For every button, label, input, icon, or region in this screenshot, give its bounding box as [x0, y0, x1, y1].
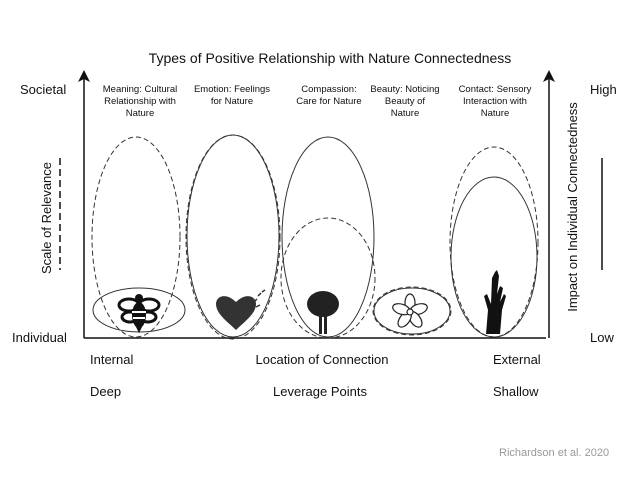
- svg-text:Contact: Sensory: Contact: Sensory: [459, 84, 532, 95]
- svg-text:Meaning: Cultural: Meaning: Cultural: [103, 84, 177, 95]
- bottom-right-2: Shallow: [493, 384, 539, 399]
- category-label-meaning: Meaning: Cultural Relationship with Natu…: [103, 84, 177, 119]
- svg-text:Nature: Nature: [481, 108, 510, 119]
- category-label-contact: Contact: Sensory Interaction with Nature: [459, 84, 532, 119]
- bottom-center-2: Leverage Points: [273, 384, 367, 399]
- compassion-scale-ellipse: [281, 136, 375, 338]
- meaning-impact-ellipse: [91, 136, 181, 338]
- emotion-impact-ellipse: [185, 134, 281, 340]
- contact-scale-ellipse: [450, 176, 538, 338]
- svg-text:Emotion: Feelings: Emotion: Feelings: [194, 84, 270, 95]
- category-label-compassion: Compassion: Care for Nature: [296, 84, 361, 107]
- right-axis-bottom: Low: [590, 330, 614, 345]
- right-axis-label: Impact on Individual Connectedness: [565, 102, 580, 312]
- svg-text:Nature: Nature: [391, 108, 420, 119]
- left-axis-top: Societal: [20, 82, 66, 97]
- svg-text:for Nature: for Nature: [211, 96, 253, 107]
- right-axis-top: High: [590, 82, 617, 97]
- svg-text:Relationship with: Relationship with: [104, 96, 176, 107]
- bottom-right-1: External: [493, 352, 541, 367]
- bee-icon: [117, 294, 161, 333]
- svg-text:Beauty of: Beauty of: [385, 96, 425, 107]
- flower-icon: [392, 293, 428, 328]
- beauty-scale-ellipse: [373, 287, 451, 335]
- left-axis-bottom: Individual: [12, 330, 67, 345]
- svg-text:Beauty: Noticing: Beauty: Noticing: [370, 84, 439, 95]
- category-label-beauty: Beauty: Noticing Beauty of Nature: [370, 84, 439, 119]
- diagram-title: Types of Positive Relationship with Natu…: [149, 50, 512, 66]
- bottom-center-1: Location of Connection: [256, 352, 389, 367]
- heart-icon: [216, 289, 266, 330]
- citation: Richardson et al. 2020: [499, 447, 609, 459]
- compassion-impact-ellipse: [280, 217, 376, 339]
- left-axis-label: Scale of Relevance: [39, 162, 54, 274]
- svg-text:Interaction with: Interaction with: [463, 96, 527, 107]
- svg-text:Compassion:: Compassion:: [301, 84, 356, 95]
- beauty-impact-ellipse: [372, 286, 452, 336]
- bottom-left-2: Deep: [90, 384, 121, 399]
- tree-icon: [307, 291, 339, 334]
- svg-text:Nature: Nature: [126, 108, 155, 119]
- bottom-left-1: Internal: [90, 352, 133, 367]
- hand-icon: [484, 270, 506, 334]
- svg-text:Care for Nature: Care for Nature: [296, 96, 361, 107]
- category-label-emotion: Emotion: Feelings for Nature: [194, 84, 270, 107]
